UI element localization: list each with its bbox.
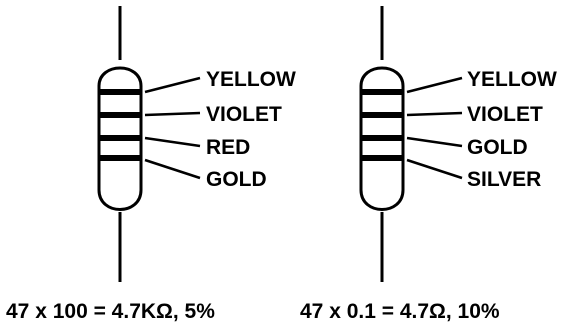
resistor-1-band-4-label: GOLD	[206, 168, 267, 191]
resistor-2-pointer-2	[406, 111, 463, 117]
resistor-2-pointer-1	[406, 76, 463, 94]
resistor-1-pointer-4	[144, 158, 201, 180]
resistor-1-pointer-1	[144, 76, 201, 94]
resistor-2-pointer-4	[406, 158, 463, 180]
resistor-1-pointer-3	[144, 136, 201, 148]
resistor-1-band-1	[99, 89, 141, 95]
resistor-1-band-1-label: YELLOW	[206, 68, 296, 91]
resistor-1-formula: 47 x 100 = 4.7KΩ, 5%	[6, 300, 215, 323]
resistor-2-band-1-label: YELLOW	[467, 68, 557, 91]
resistor-2-formula: 47 x 0.1 = 4.7Ω, 10%	[300, 300, 500, 323]
resistor-2-pointer-3	[406, 136, 463, 148]
resistor-2-band-2	[361, 112, 403, 118]
resistor-1-pointer-2	[144, 111, 201, 117]
resistor-2: YELLOW VIOLET GOLD SILVER 47 x 0.1 = 4.7…	[300, 6, 557, 323]
resistor-1-band-3	[99, 135, 141, 141]
resistor-2-band-4-label: SILVER	[467, 168, 541, 191]
resistor-1-band-4	[99, 155, 141, 161]
resistor-1-band-3-label: RED	[206, 136, 250, 159]
resistor-2-band-4	[361, 155, 403, 161]
resistor-2-band-2-label: VIOLET	[467, 103, 543, 126]
resistor-2-band-3	[361, 135, 403, 141]
resistor-2-band-1	[361, 89, 403, 95]
resistor-1-band-2	[99, 112, 141, 118]
resistor-1-band-2-label: VIOLET	[206, 103, 282, 126]
resistor-1: YELLOW VIOLET RED GOLD 47 x 100 = 4.7KΩ,…	[6, 6, 296, 323]
resistor-2-band-3-label: GOLD	[467, 136, 528, 159]
